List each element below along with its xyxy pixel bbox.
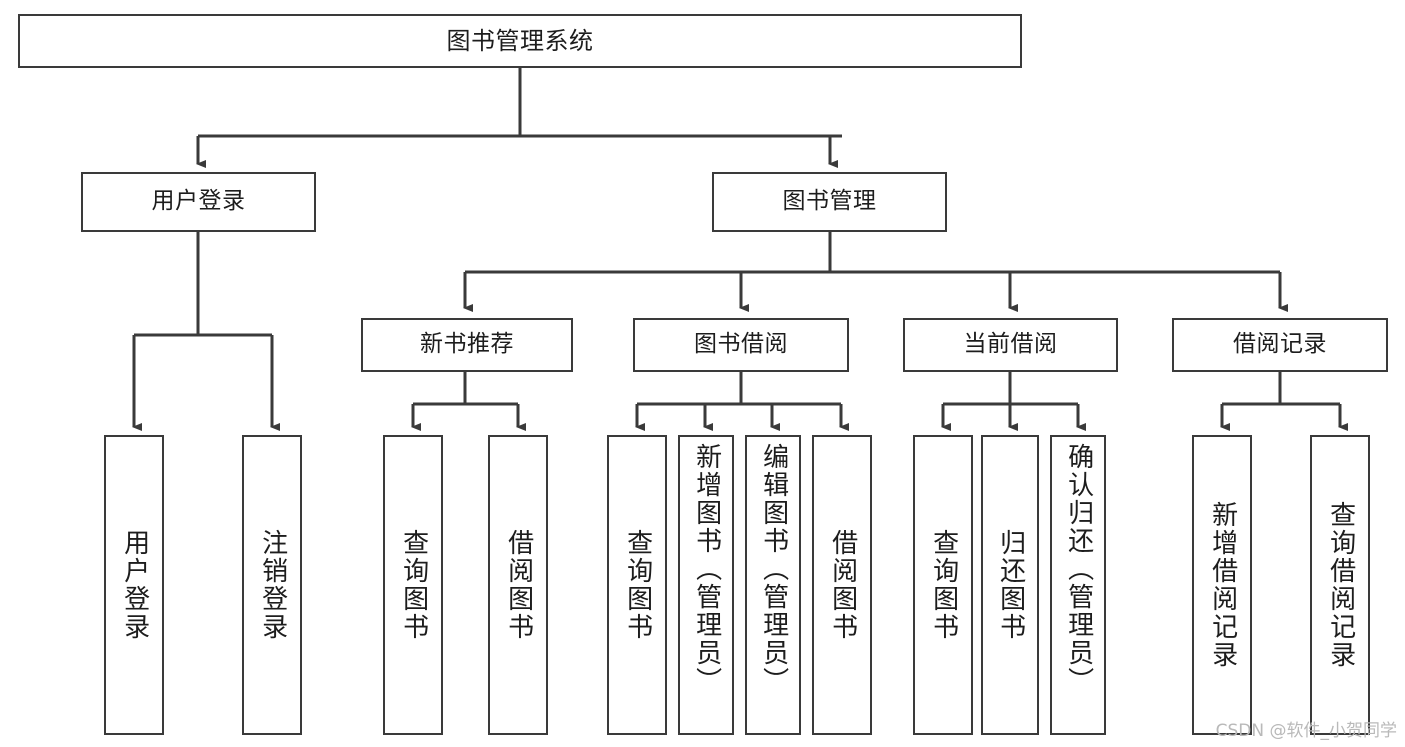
leaf-user-login-login[interactable]: 用户登录 [104,435,164,735]
node-current-borrow[interactable]: 当前借阅 [903,318,1118,372]
node-label: 查询图书 [928,529,959,641]
node-user-login[interactable]: 用户登录 [81,172,316,232]
leaf-borrow-record-add-record[interactable]: 新增借阅记录 [1192,435,1252,735]
node-new-book-recommend[interactable]: 新书推荐 [361,318,573,372]
node-book-management[interactable]: 图书管理 [712,172,947,232]
node-label: 查询借阅记录 [1325,501,1356,669]
node-label: 归还图书 [995,529,1026,641]
node-book-borrow[interactable]: 图书借阅 [633,318,849,372]
node-root-book-management-system[interactable]: 图书管理系统 [18,14,1022,68]
node-label: 新书推荐 [420,331,514,358]
node-borrow-record[interactable]: 借阅记录 [1172,318,1388,372]
leaf-current-borrow-query-book[interactable]: 查询图书 [913,435,973,735]
node-label: 借阅记录 [1233,331,1327,358]
leaf-current-borrow-confirm-return-admin[interactable]: 确认归还（管理员） [1050,435,1106,735]
node-label: 确认归还（管理员） [1063,443,1094,695]
node-label: 图书借阅 [694,331,788,358]
node-label: 编辑图书（管理员） [758,443,789,695]
leaf-book-borrow-borrow-book[interactable]: 借阅图书 [812,435,872,735]
leaf-book-borrow-query-book[interactable]: 查询图书 [607,435,667,735]
leaf-borrow-record-query-record[interactable]: 查询借阅记录 [1310,435,1370,735]
node-label: 图书管理 [782,188,877,215]
leaf-new-book-borrow-book[interactable]: 借阅图书 [488,435,548,735]
leaf-new-book-query-book[interactable]: 查询图书 [383,435,443,735]
node-label: 新增图书（管理员） [691,443,722,695]
node-label: 当前借阅 [963,331,1058,358]
leaf-book-borrow-edit-book-admin[interactable]: 编辑图书（管理员） [745,435,801,735]
node-label: 新增借阅记录 [1207,501,1238,669]
node-label: 用户登录 [151,188,246,215]
node-label: 用户登录 [119,529,150,641]
node-label: 借阅图书 [827,529,858,641]
leaf-current-borrow-return-book[interactable]: 归还图书 [981,435,1039,735]
node-label: 图书管理系统 [446,26,594,55]
node-label: 查询图书 [398,529,429,641]
leaf-book-borrow-add-book-admin[interactable]: 新增图书（管理员） [678,435,734,735]
leaf-user-login-logout[interactable]: 注销登录 [242,435,302,735]
node-label: 查询图书 [622,529,653,641]
csdn-watermark: CSDN @软件_小贺同学 [1215,721,1397,741]
node-label: 借阅图书 [503,529,534,641]
node-label: 注销登录 [257,529,288,641]
